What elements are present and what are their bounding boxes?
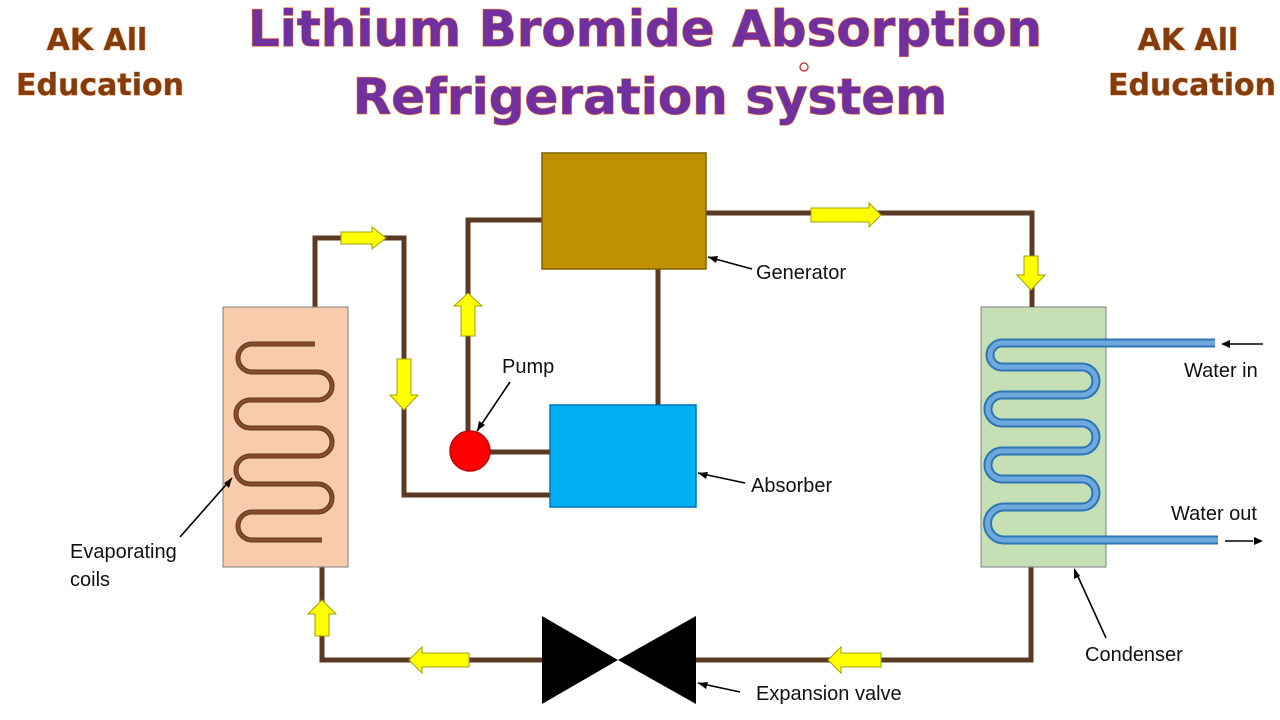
flow-arrow-right-evaporator-top — [340, 225, 387, 251]
label-absorber: Absorber — [751, 475, 832, 497]
label-evaporating-line2: coils — [70, 569, 110, 591]
flow-arrow-left-bottom-left — [408, 645, 470, 675]
pipe-condenser-valve — [696, 567, 1034, 663]
leader-evaporator — [179, 477, 233, 538]
label-evaporating-line1: Evaporating — [70, 541, 177, 563]
label-water-in: Water in — [1184, 360, 1258, 382]
expansion-valve — [542, 616, 696, 704]
title-line1: Lithium Bromide Absorption — [248, 0, 1042, 58]
flow-arrow-down-condenser — [1015, 255, 1047, 291]
flow-arrows — [306, 201, 1047, 675]
flow-arrow-left-bottom-right — [827, 645, 882, 675]
pump-circle — [449, 430, 491, 472]
flow-arrow-right-top — [810, 201, 882, 229]
leader-condenser — [1074, 569, 1107, 639]
absorber-box — [549, 404, 697, 508]
brand-left-line2: Education — [16, 68, 184, 103]
pipe-evaporator-absorber — [312, 235, 550, 498]
label-condenser: Condenser — [1085, 644, 1183, 666]
evaporating-coil — [233, 341, 335, 543]
flow-arrow-down-return — [388, 358, 420, 411]
pointer-dot — [799, 62, 809, 72]
evaporator-tank — [222, 306, 349, 568]
pipe-valve-evaporator — [319, 542, 542, 663]
label-generator: Generator — [756, 262, 846, 284]
pipe-pump-generator — [465, 217, 542, 432]
flow-arrow-up-evaporator — [306, 599, 338, 637]
brand-right-line2: Education — [1108, 68, 1276, 103]
title-line2: Refrigeration system — [353, 68, 947, 126]
leader-pump — [476, 381, 511, 432]
label-water-out: Water out — [1171, 503, 1257, 525]
brand-right-line1: AK All — [1138, 23, 1239, 58]
leader-lines — [179, 256, 1263, 693]
condenser-coil — [983, 338, 1218, 545]
label-pump: Pump — [502, 356, 554, 378]
label-expansion-valve: Expansion valve — [756, 683, 902, 705]
flow-arrow-up-pump — [452, 292, 484, 337]
generator-box — [541, 152, 707, 270]
brand-left-line1: AK All — [47, 23, 148, 58]
condenser-tank — [980, 306, 1107, 568]
